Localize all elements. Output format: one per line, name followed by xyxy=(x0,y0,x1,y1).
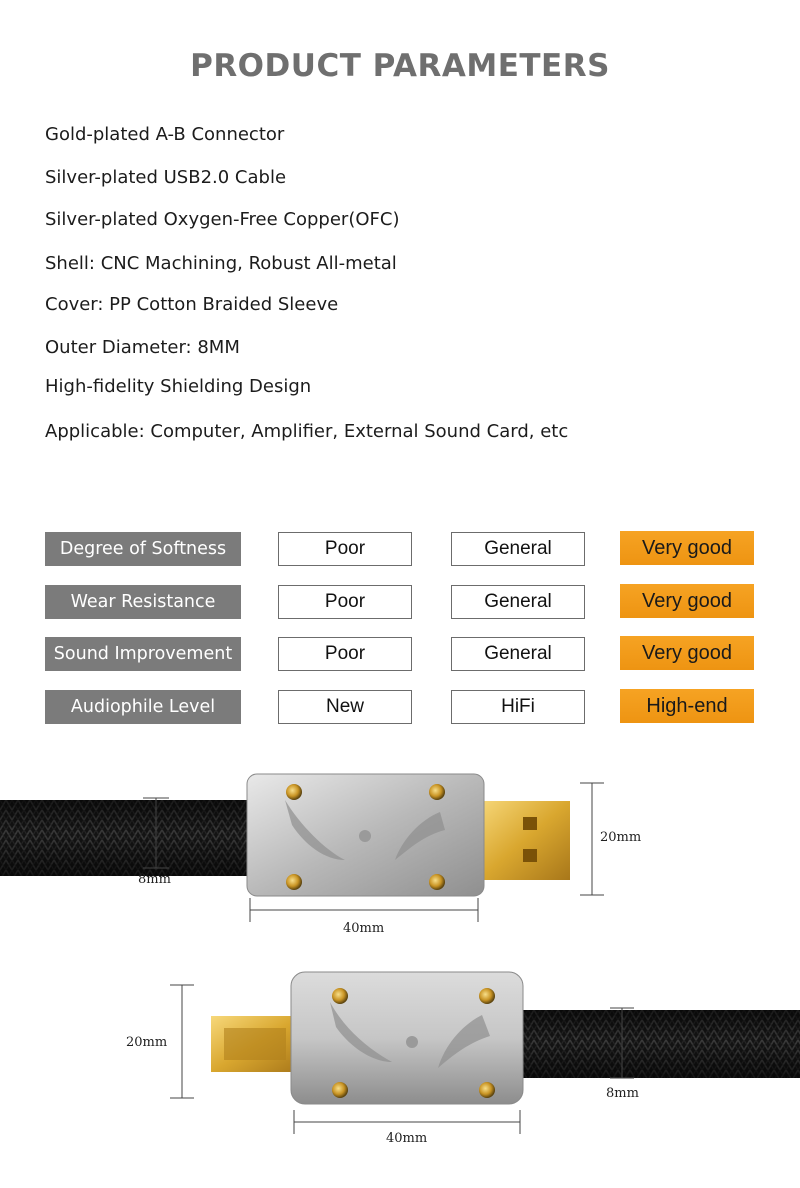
rating-cell-highlight: Very good xyxy=(620,636,754,670)
rating-cell-highlight: Very good xyxy=(620,531,754,565)
page-title: PRODUCT PARAMETERS xyxy=(190,48,610,84)
rating-cell: Poor xyxy=(278,637,412,671)
rating-cell: General xyxy=(451,637,585,671)
feature-item: High-fidelity Shielding Design xyxy=(45,376,312,397)
usb-b-shell xyxy=(290,971,524,1105)
rating-cell: Poor xyxy=(278,532,412,566)
connector-height-label: 20mm xyxy=(600,830,642,845)
rating-cell-highlight: Very good xyxy=(620,584,754,618)
row-label: Sound Improvement xyxy=(45,637,241,671)
row-label: Wear Resistance xyxy=(45,585,241,619)
connector-length-label: 40mm xyxy=(386,1131,428,1146)
cable-diameter-label: 8mm xyxy=(138,872,171,887)
usb-a-plug xyxy=(478,801,570,880)
feature-item: Cover: PP Cotton Braided Sleeve xyxy=(45,294,339,315)
rating-cell-highlight: High-end xyxy=(620,689,754,723)
feature-item: Gold-plated A-B Connector xyxy=(45,124,285,145)
rating-cell: General xyxy=(451,532,585,566)
feature-item: Shell: CNC Machining, Robust All-metal xyxy=(45,253,397,274)
rating-cell: General xyxy=(451,585,585,619)
rating-cell: New xyxy=(278,690,412,724)
feature-item: Silver-plated USB2.0 Cable xyxy=(45,167,287,188)
rating-cell: Poor xyxy=(278,585,412,619)
feature-item: Applicable: Computer, Amplifier, Externa… xyxy=(45,421,569,442)
connector-length-label: 40mm xyxy=(343,921,385,936)
cable-diameter-label: 8mm xyxy=(606,1086,639,1101)
rating-cell: HiFi xyxy=(451,690,585,724)
feature-item: Silver-plated Oxygen-Free Copper(OFC) xyxy=(45,209,400,230)
row-label: Degree of Softness xyxy=(45,532,241,566)
connector-height-label: 20mm xyxy=(126,1035,168,1050)
row-label: Audiophile Level xyxy=(45,690,241,724)
feature-item: Outer Diameter: 8MM xyxy=(45,337,240,358)
